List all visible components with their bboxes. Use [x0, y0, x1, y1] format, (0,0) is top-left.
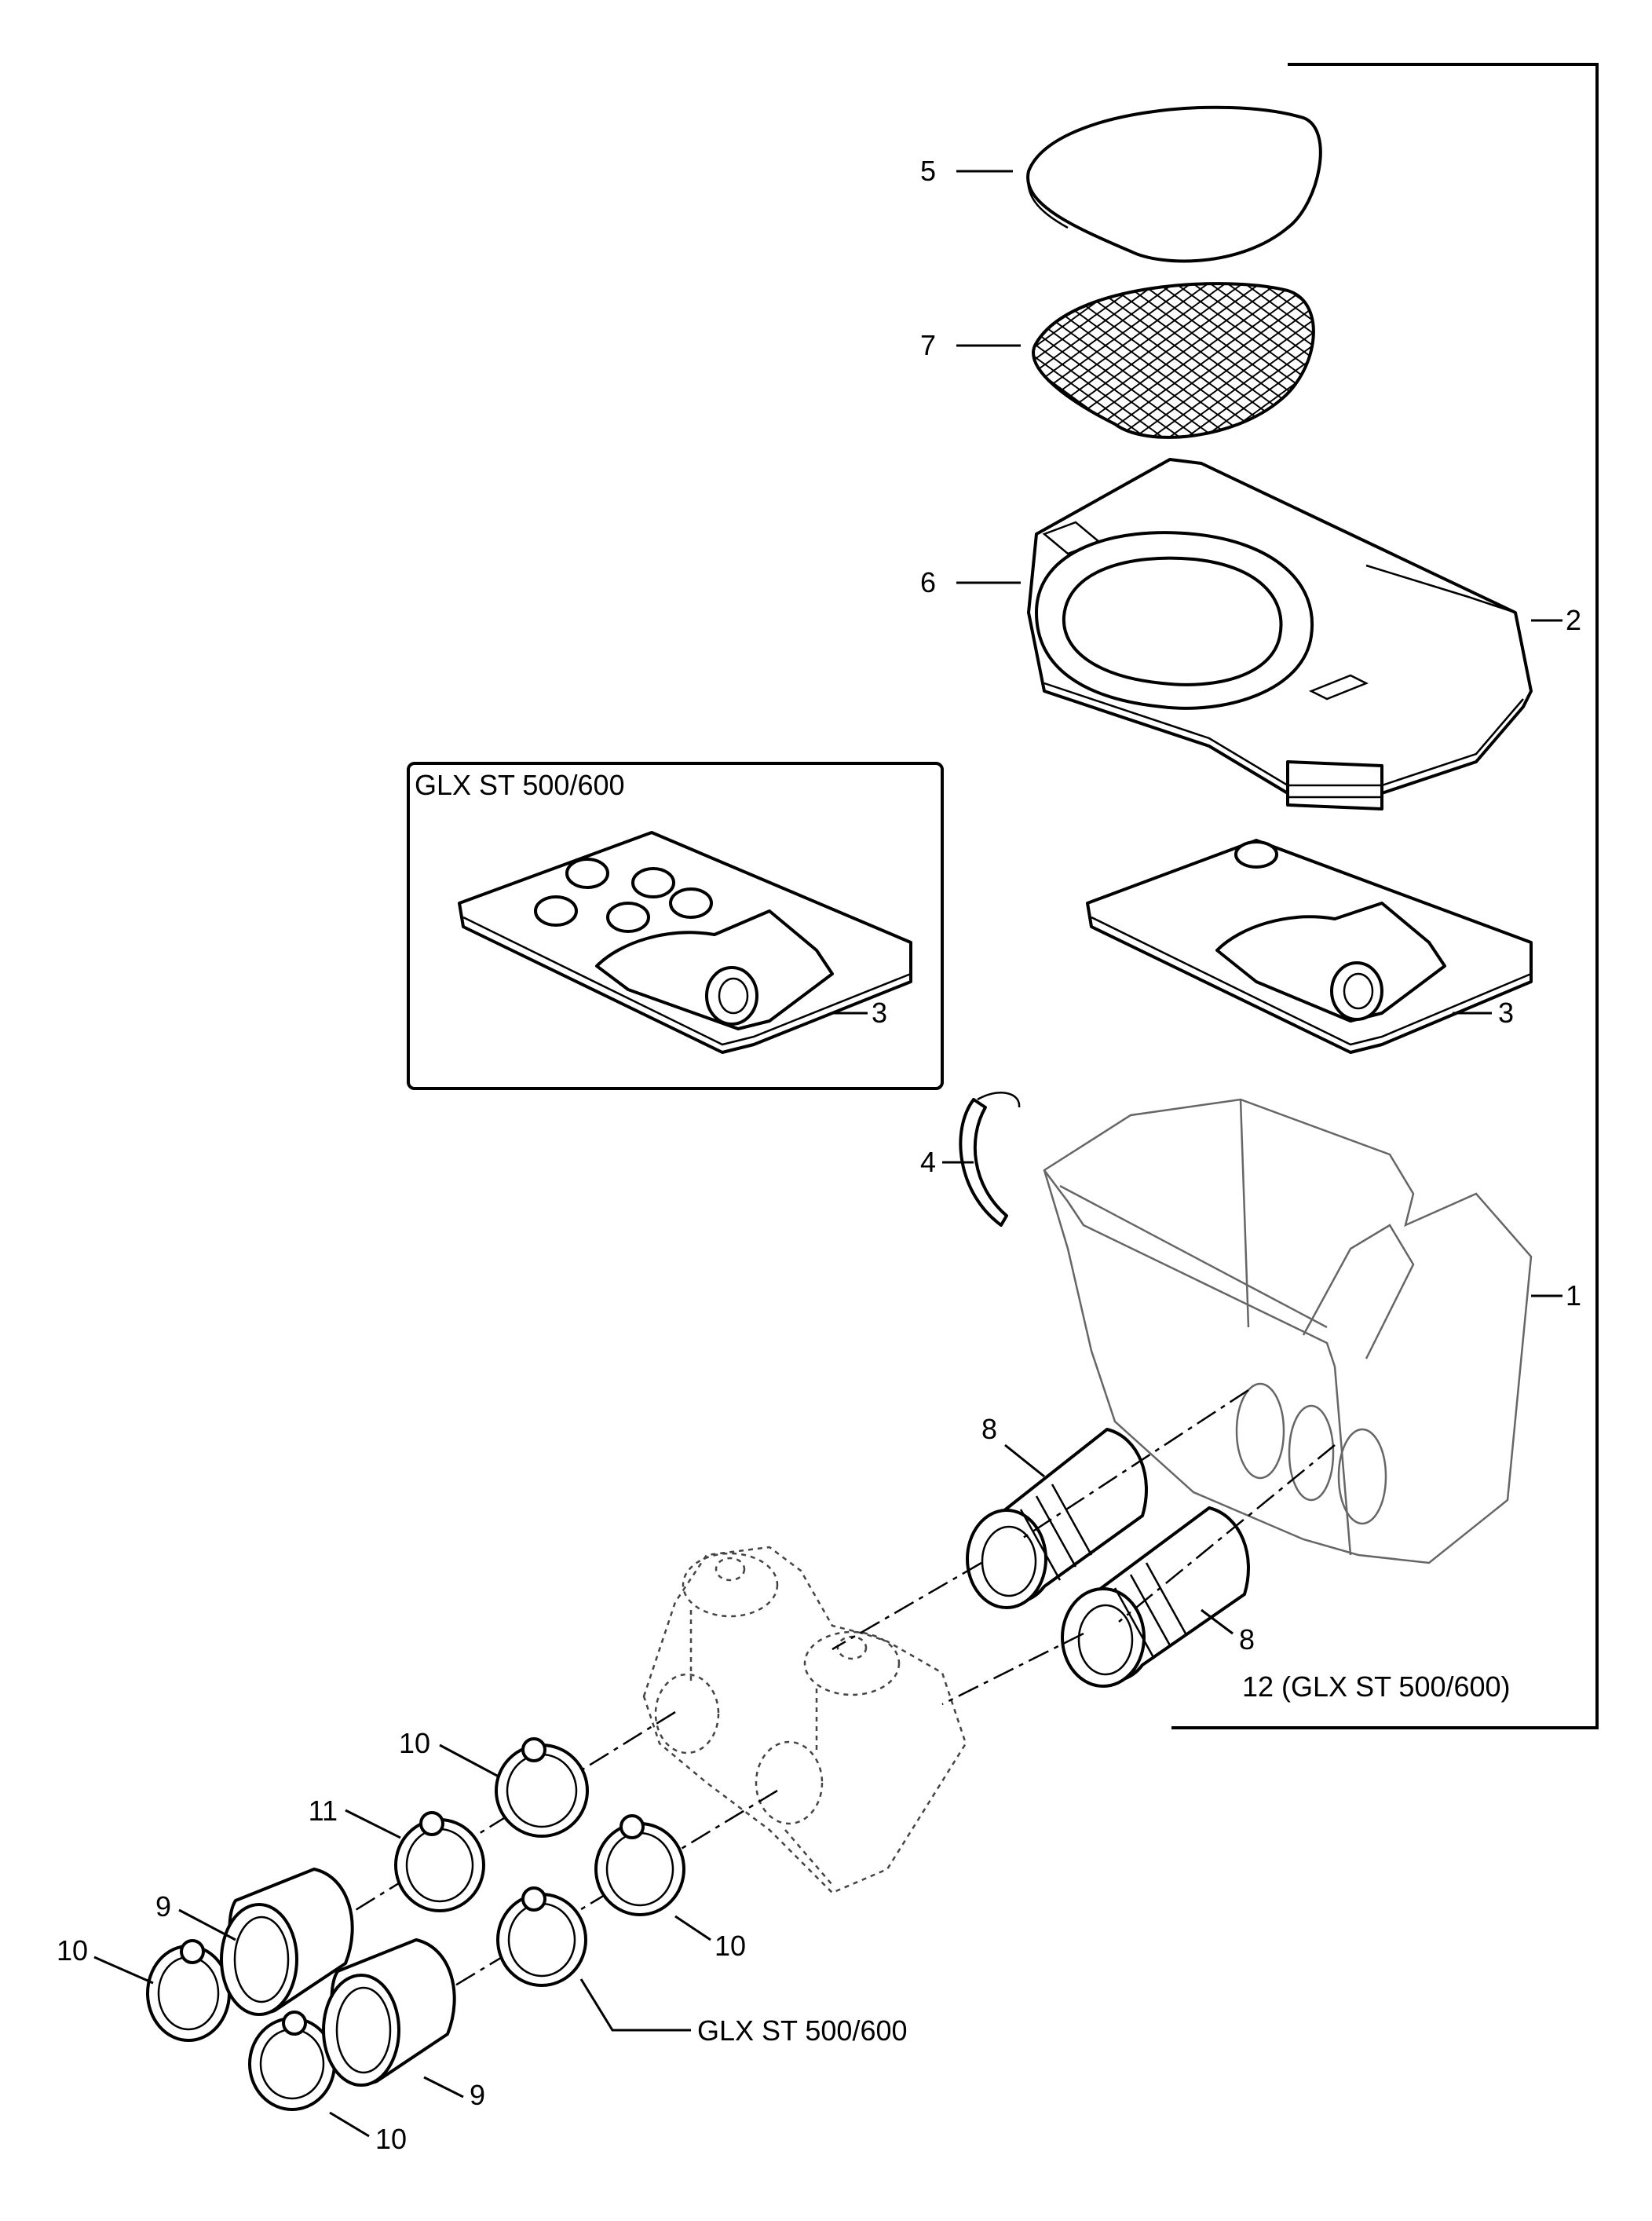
callout-7: 7: [920, 329, 936, 361]
air-box-housing: [1043, 1098, 1533, 1564]
centerline-3: [831, 1561, 982, 1651]
callout-2: 2: [1566, 604, 1581, 636]
callout-11: 11: [309, 1795, 338, 1827]
callout-8-upper: 8: [981, 1413, 997, 1445]
adapter-sleeve-upper: [220, 1868, 354, 2016]
callout-10-right: 10: [715, 1930, 746, 1962]
callout-3-right: 3: [1498, 997, 1514, 1029]
hose-clamp-11: [394, 1811, 485, 1912]
callout-5: 5: [920, 155, 936, 187]
adapter-sleeve-lower: [322, 1938, 456, 2087]
hose-clamp-middle: [496, 1886, 587, 1987]
hose-clamp-right: [594, 1814, 685, 1916]
base-plate: [1086, 839, 1533, 1054]
mesh-screen: [1032, 282, 1315, 439]
centerline-1: [1020, 1389, 1249, 1541]
callout-10-bottom: 10: [375, 2123, 407, 2155]
callout-6: 6: [920, 566, 936, 598]
inset-title: GLX ST 500/600: [415, 769, 625, 801]
centerline-4: [941, 1632, 1084, 1706]
foam-filter-pad: [1026, 105, 1322, 263]
callout-4: 4: [920, 1146, 936, 1178]
callout-8-lower: 8: [1239, 1623, 1255, 1656]
hose-clamp-bottom: [248, 2011, 336, 2111]
variant-inset: [407, 762, 944, 1090]
callout-10-left: 10: [57, 1934, 88, 1967]
centerline-2: [1118, 1444, 1336, 1623]
callout-3-inset: 3: [872, 997, 887, 1029]
callout-12: 12 (GLX ST 500/600): [1242, 1670, 1511, 1703]
spring-clip: [959, 1092, 1021, 1227]
callout-1: 1: [1566, 1279, 1581, 1312]
callout-9-upper: 9: [155, 1890, 171, 1923]
callout-9-lower: 9: [470, 2079, 485, 2111]
leader-lines: [93, 170, 1562, 2138]
hose-clamp-upper-right: [495, 1737, 589, 1838]
assembly-bracket: [1171, 63, 1599, 1729]
air-box-cover: [1027, 458, 1533, 810]
hose-clamp-far-left: [146, 1939, 231, 2042]
carburetor: [642, 1546, 967, 1894]
variant-note: GLX ST 500/600: [697, 2014, 908, 2047]
callout-10-top: 10: [399, 1727, 430, 1759]
